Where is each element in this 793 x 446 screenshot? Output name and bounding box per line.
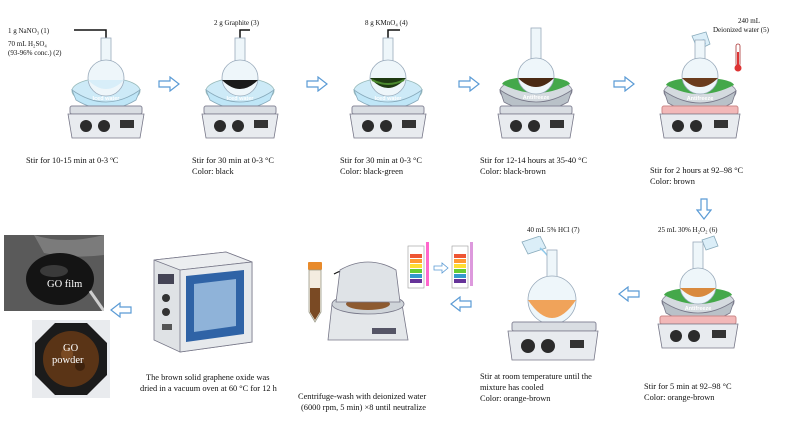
step8-illustration — [308, 242, 473, 341]
down-arrow-icon — [696, 198, 712, 220]
left-arrow-icon — [110, 302, 132, 318]
step6-reagent-1: 25 mL 30% H₂O₂ (6) — [658, 226, 718, 234]
step2-caption-2: Color: black — [192, 167, 234, 176]
go-film-label: GO film — [47, 279, 83, 290]
go-powder-label-1: GO — [63, 343, 79, 354]
step2-illustration: Iced water — [201, 29, 279, 139]
go-powder-photo: GO powder — [32, 320, 110, 398]
right-arrow-icon — [613, 76, 635, 92]
step5-reagent-1: 240 mL — [738, 17, 760, 25]
go-powder-label-2: powder — [52, 355, 84, 366]
step4-bath-label: Antifreeze — [523, 95, 550, 101]
step9-caption-1: The brown solid graphene oxide was — [146, 373, 270, 382]
step1-illustration: Iced water — [67, 29, 145, 139]
step3-reagent-1: 8 g KMnO₄ (4) — [365, 19, 408, 27]
step8-caption-2: (6000 rpm, 5 min) ×8 until neutralize — [301, 403, 426, 412]
right-arrow-icon — [158, 76, 180, 92]
step3-caption-1: Stir for 30 min at 0-3 °C — [340, 156, 422, 165]
step6-illustration: Antifreeze — [657, 235, 739, 349]
step4-caption-1: Stir for 12-14 hours at 35-40 °C — [480, 156, 588, 165]
step7-reagent-1: 40 mL 5% HCl (7) — [527, 226, 580, 234]
step7-caption-1: Stir at room temperature until the — [480, 372, 592, 381]
step6-bath-label: Antifreeze — [685, 306, 712, 312]
step7-caption-2: mixture has cooled — [480, 383, 544, 392]
step3-illustration: Iced water — [349, 29, 427, 139]
step1-reagent-2: 70 mL H₂SO₄ — [8, 40, 47, 48]
ph-strip-icon — [451, 242, 473, 289]
step6-caption-1: Stir for 5 min at 92–98 °C — [644, 382, 732, 391]
ph-strip-icon — [407, 242, 429, 289]
left-arrow-icon — [618, 286, 640, 302]
step1-reagent-1: 1 g NaNO₃ (1) — [8, 27, 50, 35]
step4-illustration: Antifreeze — [497, 27, 575, 139]
step2-bath-label: Iced water — [227, 96, 255, 102]
step1-caption-1: Stir for 10-15 min at 0-3 ºC — [26, 156, 119, 165]
left-arrow-icon — [450, 296, 472, 312]
step8-caption-1: Centrifuge-wash with deionized water — [298, 392, 427, 401]
step5-bath-label: Antifreeze — [687, 96, 714, 102]
right-arrow-icon — [306, 76, 328, 92]
step3-bath-label: Iced water — [375, 96, 403, 102]
step5-illustration: Antifreeze — [659, 31, 742, 139]
step7-caption-3: Color: orange-brown — [480, 394, 551, 403]
step7-illustration — [507, 236, 599, 361]
centrifuge-icon — [327, 261, 409, 341]
step4-caption-2: Color: black-brown — [480, 167, 546, 176]
step1-reagent-3: (93-96% conc.) (2) — [8, 49, 62, 57]
thermometer-icon — [734, 43, 742, 72]
vacuum-oven-icon — [153, 251, 253, 353]
step2-caption-1: Stir for 30 min at 0-3 °C — [192, 156, 274, 165]
step5-reagent-2: Deionized water (5) — [713, 26, 769, 34]
step9-illustration — [153, 251, 253, 353]
step3-caption-2: Color: black-green — [340, 167, 404, 176]
step5-caption-2: Color: brown — [650, 177, 695, 186]
step2-reagent-1: 2 g Graphite (3) — [214, 19, 259, 27]
centrifuge-tube-icon — [308, 262, 322, 323]
step5-caption-1: Stir for 2 hours at 92–98 °C — [650, 166, 744, 175]
right-arrow-icon — [458, 76, 480, 92]
step9-caption-2: dried in a vacuum oven at 60 °C for 12 h — [140, 384, 277, 393]
go-film-photo: GO film — [4, 235, 104, 311]
step6-caption-2: Color: orange-brown — [644, 393, 715, 402]
step1-bath-label: Iced water — [93, 96, 121, 102]
